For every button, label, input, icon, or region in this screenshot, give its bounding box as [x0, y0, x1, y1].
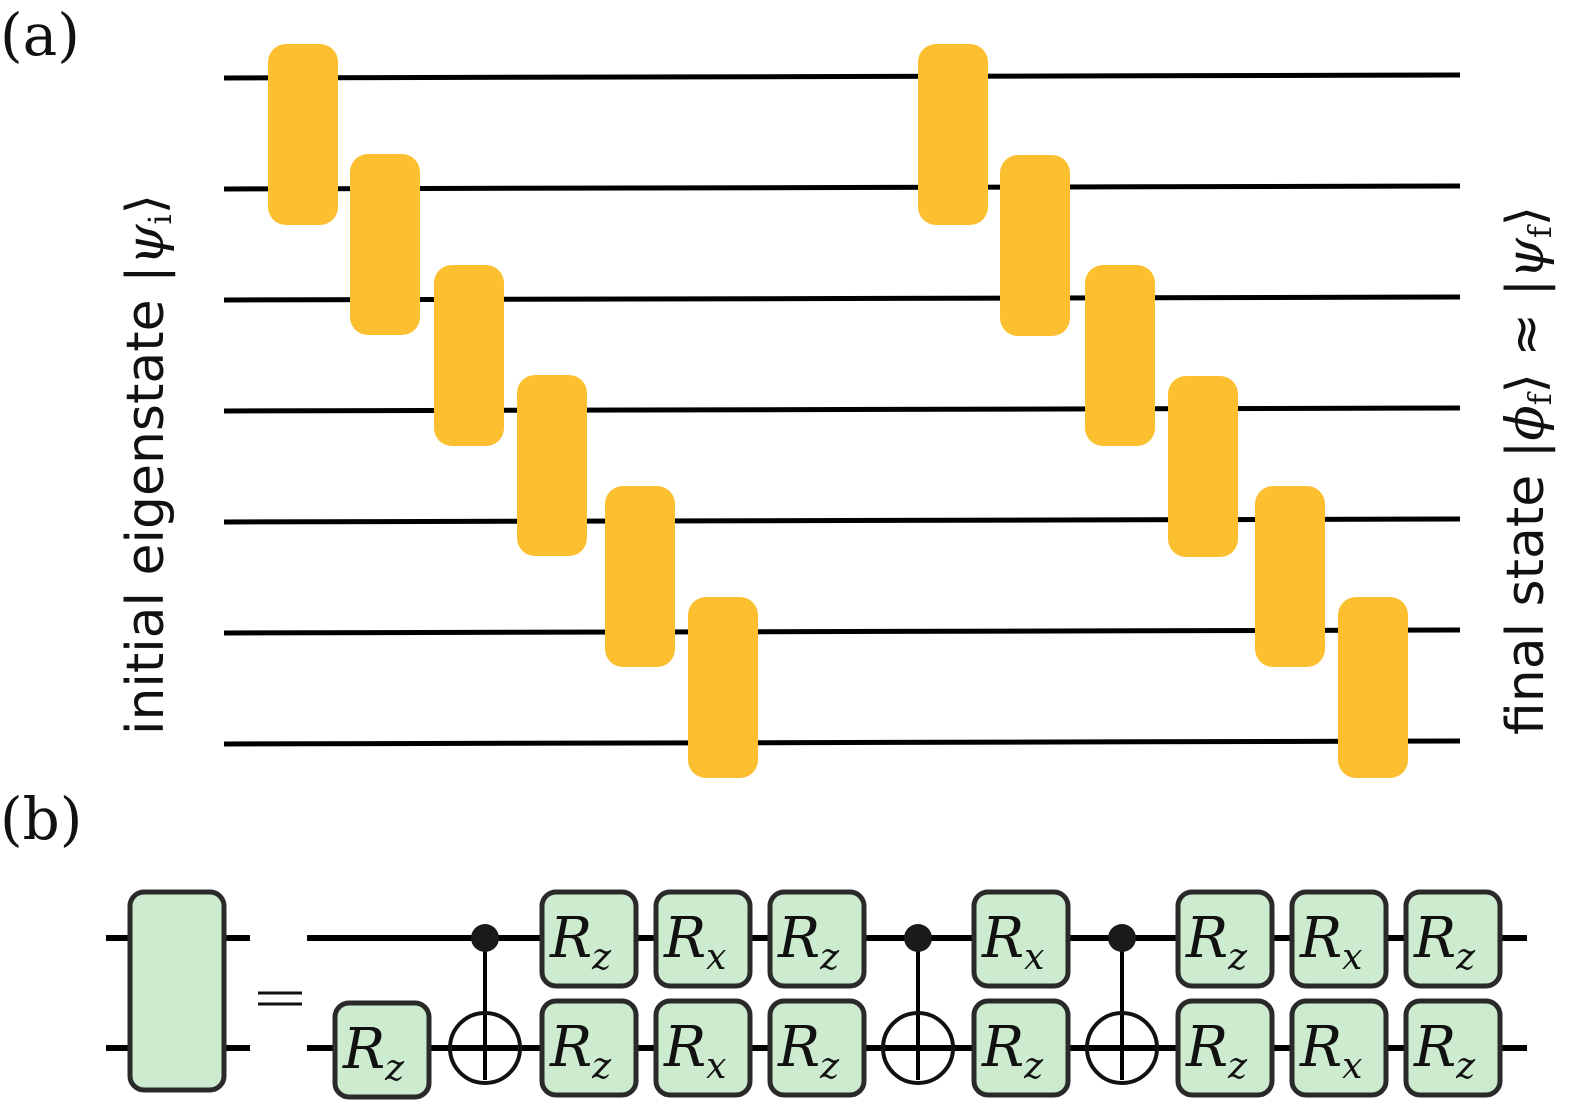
rx-gate-top-4: [1289, 889, 1389, 989]
wire-5: [223, 516, 1461, 525]
rz-gate-bottom-5: [1403, 998, 1503, 1098]
rx-label: Rx: [981, 906, 1044, 978]
two-qubit-gate: [1000, 155, 1070, 336]
control-dot: [1108, 924, 1136, 952]
rz-label: Rz: [777, 1015, 840, 1087]
rz-gate-bottom-3: [971, 998, 1071, 1098]
control-dot: [904, 924, 932, 952]
cnot-gate-1: [448, 924, 522, 1085]
two-qubit-gate: [688, 597, 758, 778]
rz-label: Rz: [1413, 1015, 1476, 1087]
two-qubit-gate: [1168, 376, 1238, 557]
rz-gate-top-1: [539, 889, 639, 989]
panel-a-label: (a): [0, 1, 80, 69]
wire-7: [223, 738, 1461, 747]
wire-3: [223, 294, 1461, 303]
rz-gate-bottom-2: [767, 998, 867, 1098]
rz-label: Rz: [1185, 1015, 1248, 1087]
two-qubit-gate: [517, 375, 587, 556]
two-qubit-gate: [350, 154, 420, 335]
rx-label: Rx: [1299, 1015, 1362, 1087]
wire-4: [223, 405, 1461, 414]
layer-2-gates: [918, 44, 1408, 778]
rz-label: Rz: [549, 906, 612, 978]
target-xor: [1085, 1011, 1159, 1085]
rx-label: Rx: [1299, 906, 1362, 978]
rz-gate-top-2: [767, 889, 867, 989]
qubit-wires: [223, 72, 1461, 747]
equals-sign: [258, 991, 302, 1006]
wire-2: [223, 183, 1461, 192]
rz-label: Rz: [1185, 906, 1248, 978]
layer-1-gates: [268, 44, 758, 778]
panel-b-circuit: Rz Rz Rz Rx Rx Rz Rz Rx Rz Rz Rz Rx Rx R…: [106, 889, 1527, 1100]
rx-gate-bottom-4: [1289, 998, 1389, 1098]
control-dot: [471, 924, 499, 952]
two-qubit-gate: [1255, 486, 1325, 667]
two-qubit-gate: [1085, 265, 1155, 446]
generic-two-qubit-gate: [106, 889, 250, 1093]
cnot-gate-3: [1085, 924, 1159, 1085]
rx-gate-bottom-1: [653, 998, 753, 1098]
rx-gate-top-1: [653, 889, 753, 989]
two-qubit-gate: [434, 265, 504, 446]
two-qubit-gate: [268, 44, 338, 225]
rz-label: Rz: [1413, 906, 1476, 978]
rz-gate-bottom-4: [1175, 998, 1275, 1098]
two-qubit-gate: [918, 44, 988, 225]
cnot-gate-2: [881, 924, 955, 1085]
two-qubit-gate: [605, 486, 675, 667]
rz-label: Rz: [981, 1015, 1044, 1087]
rz-gate-top-4: [1175, 889, 1275, 989]
wire-1: [223, 72, 1461, 81]
two-qubit-gate: [1338, 597, 1408, 778]
panel-b-label: (b): [0, 785, 83, 853]
rz-label: Rz: [777, 906, 840, 978]
wire-6: [223, 627, 1461, 636]
rz-label: Rz: [342, 1017, 405, 1089]
rx-label: Rx: [663, 906, 726, 978]
rz-gate-bottom-1: [539, 998, 639, 1098]
rz-gate-bottom-0: [332, 1000, 432, 1100]
rx-label: Rx: [663, 1015, 726, 1087]
target-xor: [448, 1011, 522, 1085]
rz-label: Rz: [549, 1015, 612, 1087]
target-xor: [881, 1011, 955, 1085]
rx-gate-top-3: [971, 889, 1071, 989]
rz-gate-top-5: [1403, 889, 1503, 989]
